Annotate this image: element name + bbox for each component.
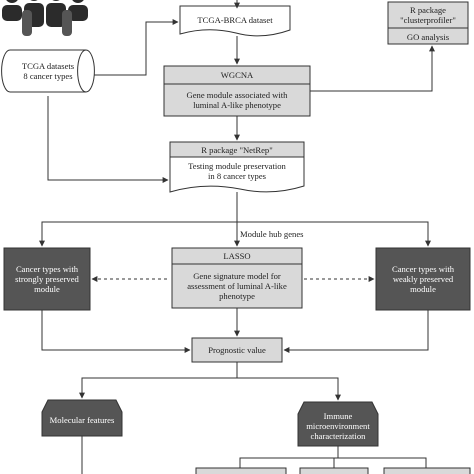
- prognostic-node: [191, 337, 283, 363]
- wgcna-node: [163, 65, 311, 117]
- people-icon: [2, 0, 88, 36]
- strong-label: Cancer types with strongly preserved mod…: [15, 264, 79, 294]
- molecular-node: [41, 399, 123, 437]
- immune-node: [297, 401, 379, 447]
- wgcna-sub: Gene module associated with luminal A-li…: [186, 90, 288, 110]
- lasso-sub: Gene signature model for assessment of l…: [187, 271, 287, 301]
- strong-node: [3, 247, 91, 311]
- connectors: [39, 0, 435, 474]
- clusterprofiler-node: [387, 1, 469, 45]
- hub-genes-label: Module hub genes: [240, 229, 304, 239]
- prognostic-label: Prognostic value: [208, 345, 266, 355]
- netrep-title: R package "NetRep": [201, 144, 273, 155]
- tcga-brca-label: TCGA-BRCA dataset: [197, 15, 273, 25]
- lasso-node: [171, 247, 303, 309]
- tcga-datasets-node: [1, 49, 95, 93]
- tcga-brca-node: [179, 5, 291, 37]
- tcga-datasets-label: TCGA datasets 8 cancer types: [21, 61, 75, 81]
- wgcna-title: WGCNA: [220, 70, 254, 80]
- immune-label: Immune microenvironment characterization: [306, 411, 370, 441]
- clusterprofiler-sub: GO analysis: [406, 31, 450, 42]
- clusterprofiler-title: R package "clusterprofiler": [400, 5, 456, 25]
- netrep-sub: Testing module preservation in 8 cancer …: [188, 161, 286, 181]
- weak-label: Cancer types with weakly preserved modul…: [391, 264, 455, 294]
- lasso-title: LASSO: [223, 251, 251, 261]
- weak-node: [375, 247, 471, 311]
- molecular-label: Molecular features: [49, 415, 115, 425]
